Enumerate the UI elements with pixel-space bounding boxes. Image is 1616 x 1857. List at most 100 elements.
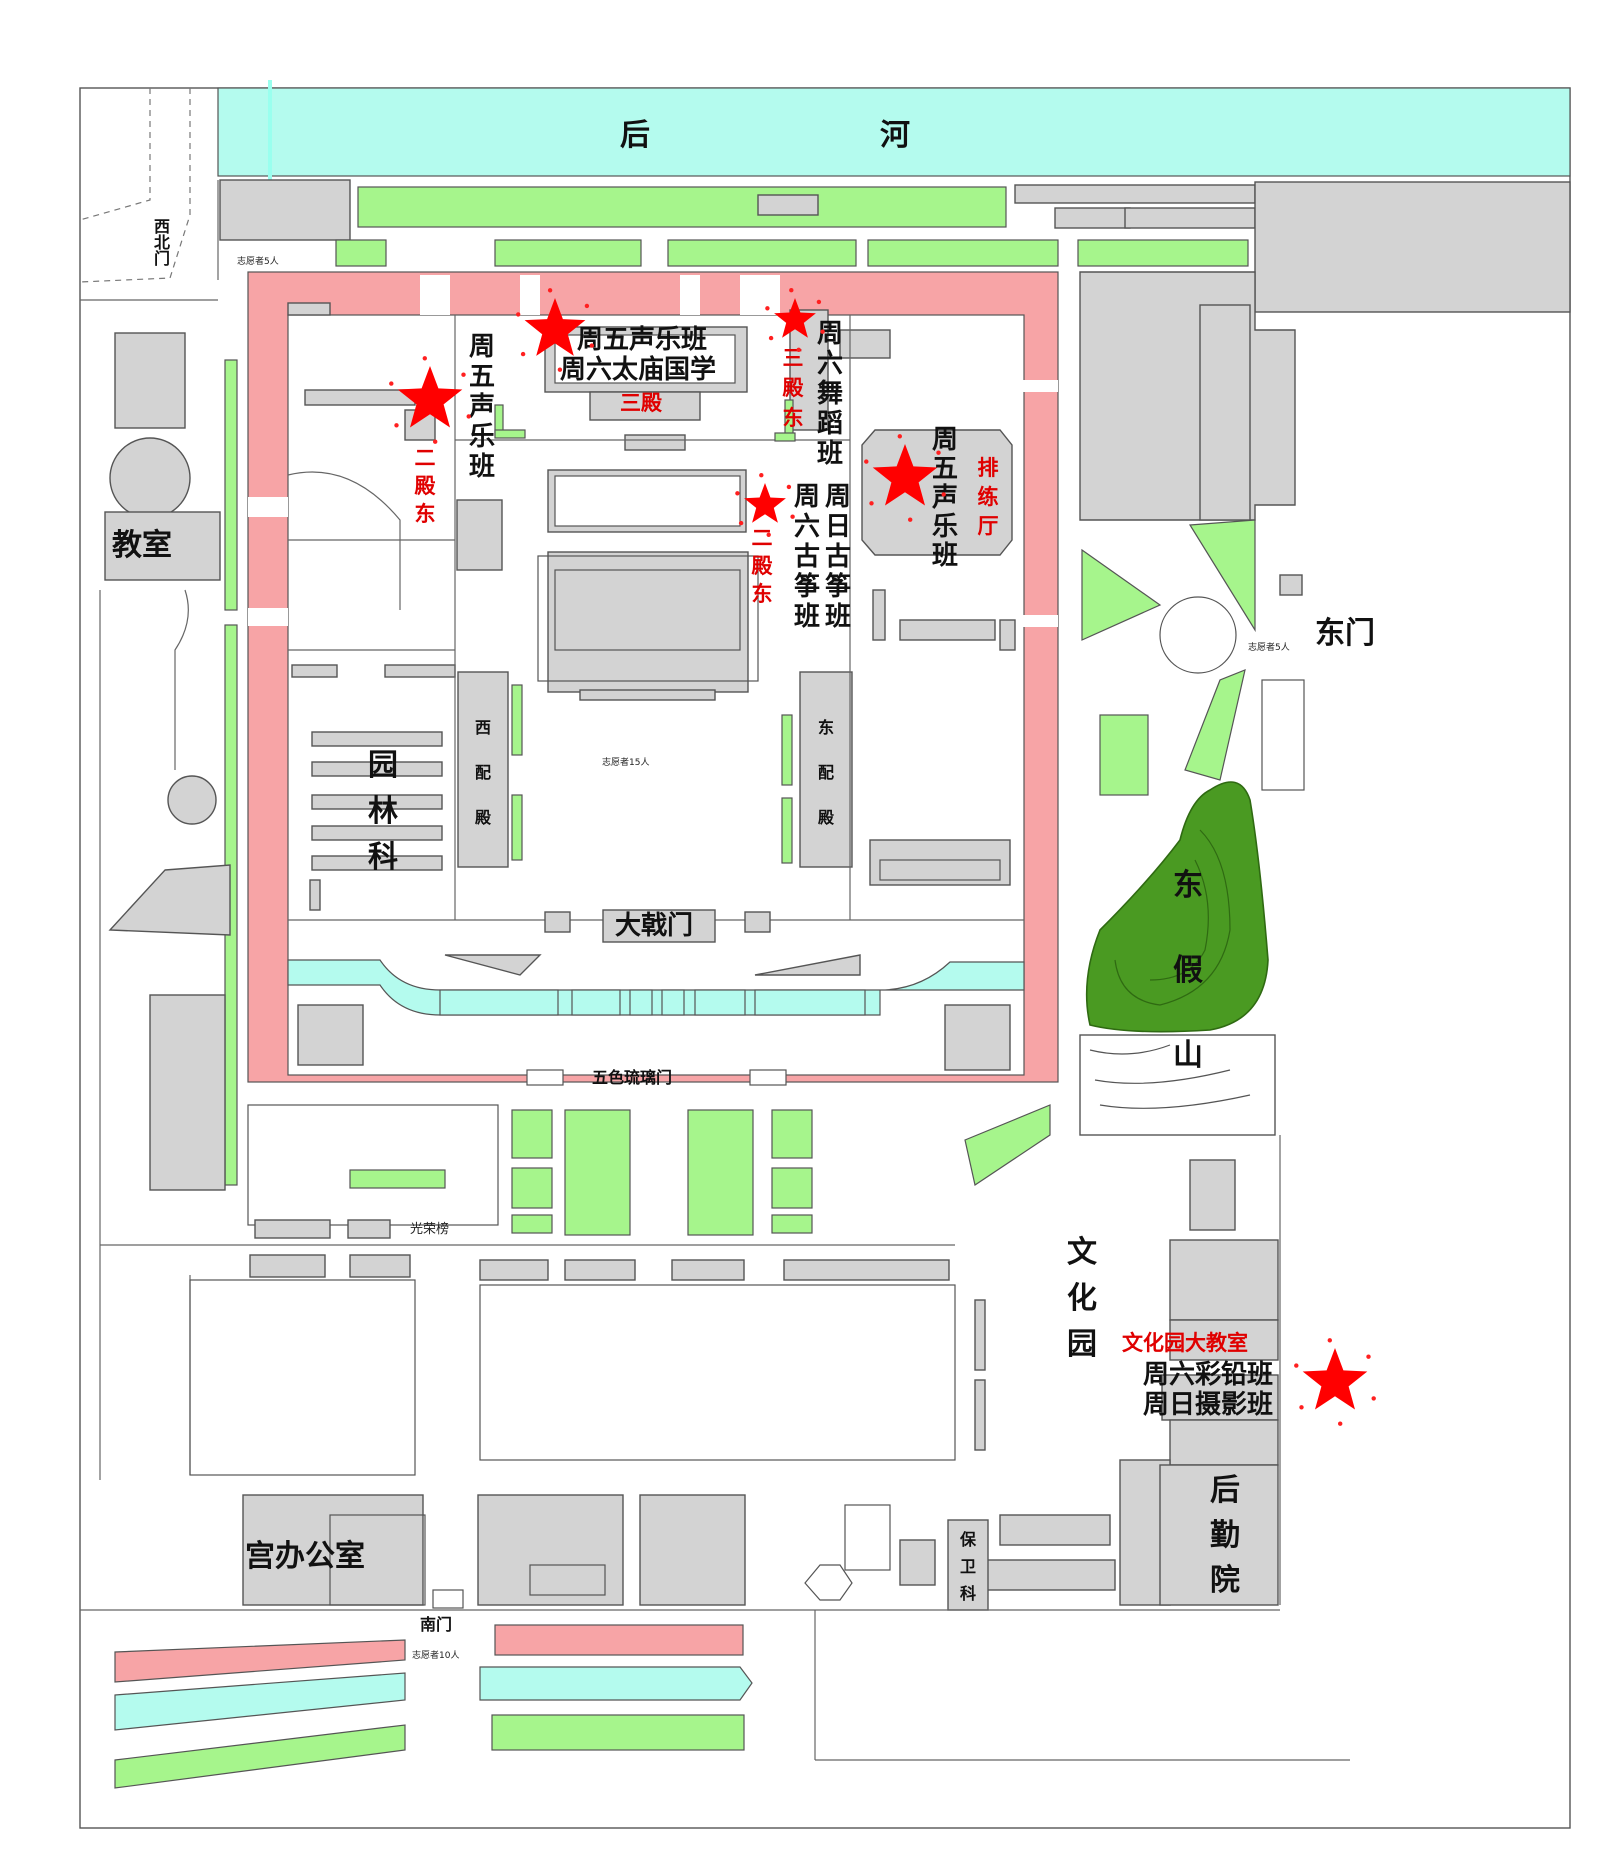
canal-segment bbox=[439, 989, 559, 1016]
building bbox=[624, 434, 686, 451]
culture-park-char: 化 bbox=[1067, 1281, 1097, 1316]
building-row bbox=[311, 761, 443, 777]
building bbox=[754, 954, 861, 976]
west-side-hall-char: 殿 bbox=[474, 808, 492, 827]
east-roundabout bbox=[1159, 596, 1237, 674]
east-hill bbox=[1085, 781, 1269, 1033]
wall-gap bbox=[680, 275, 700, 315]
security-label: 保卫科 bbox=[959, 1530, 977, 1603]
wall-gap bbox=[248, 497, 288, 517]
building bbox=[297, 1004, 364, 1066]
building bbox=[479, 1259, 549, 1281]
volunteers-east-label: 志愿者5人 bbox=[1248, 641, 1290, 653]
star-sparkle bbox=[738, 520, 744, 526]
lawn-strip bbox=[491, 1714, 745, 1751]
lawn bbox=[349, 1169, 446, 1189]
building bbox=[287, 302, 331, 316]
fri-vocal-west-char: 班 bbox=[469, 452, 495, 482]
building bbox=[1189, 1159, 1236, 1231]
sun-guzheng-char: 筝 bbox=[825, 571, 851, 602]
fri-vocal-west-char: 声 bbox=[469, 392, 495, 422]
east-side-hall-char: 殿 bbox=[817, 808, 835, 827]
sat-dance-char: 周 bbox=[817, 319, 843, 349]
third-hall-east-label: 三殿东 bbox=[782, 346, 805, 430]
rehearsal-hall-char: 练 bbox=[978, 485, 999, 509]
wall-gap bbox=[1018, 380, 1058, 392]
fri-vocal-west-label: 周五声乐班 bbox=[469, 332, 495, 482]
building bbox=[304, 389, 416, 406]
sat-dance-char: 六 bbox=[817, 349, 843, 379]
east-hill-char: 东 bbox=[1173, 868, 1203, 903]
star-marker bbox=[744, 483, 786, 523]
building bbox=[1169, 1239, 1279, 1321]
northwest-gate-label: 西北门 bbox=[154, 217, 170, 268]
lawn bbox=[494, 429, 526, 439]
third-hall-east-char: 殿 bbox=[782, 376, 805, 400]
lawn bbox=[494, 239, 642, 267]
star-sparkle bbox=[557, 367, 563, 372]
building bbox=[974, 1299, 986, 1371]
building bbox=[564, 1259, 636, 1281]
star-sparkle bbox=[1371, 1396, 1376, 1401]
lawn bbox=[771, 1109, 813, 1159]
fri-vocal-east-char: 声 bbox=[932, 483, 958, 513]
building bbox=[839, 329, 891, 359]
second-hall-east-west-char: 东 bbox=[415, 502, 436, 526]
lawn bbox=[781, 797, 793, 864]
building bbox=[1169, 1319, 1279, 1361]
third-hall-label: 三殿 bbox=[620, 391, 663, 415]
building bbox=[309, 879, 321, 911]
star-sparkle bbox=[936, 450, 941, 455]
building bbox=[639, 1494, 746, 1606]
star-sparkle bbox=[786, 484, 792, 490]
star-sparkle bbox=[422, 356, 427, 361]
logistics-char: 院 bbox=[1210, 1563, 1240, 1598]
south-gate-label: 南门 bbox=[420, 1615, 452, 1634]
lawn bbox=[667, 239, 857, 267]
lawn-strip bbox=[114, 1724, 406, 1789]
sat-dance-char: 蹈 bbox=[817, 409, 843, 439]
building bbox=[1279, 574, 1303, 596]
sat-painting-label: 周六彩铅班 bbox=[1143, 1360, 1273, 1390]
wall-strip bbox=[114, 1639, 406, 1683]
building bbox=[249, 1254, 326, 1278]
lawn bbox=[771, 1214, 813, 1234]
lawn-strip bbox=[224, 359, 238, 611]
east-side-hall-building bbox=[799, 671, 853, 868]
second-hall-east-char: 殿 bbox=[751, 554, 774, 578]
lawn bbox=[774, 432, 796, 442]
building bbox=[869, 839, 1011, 886]
security-building bbox=[947, 1519, 989, 1611]
building bbox=[984, 1559, 1116, 1591]
sat-dance-char: 班 bbox=[817, 439, 843, 469]
star-sparkle bbox=[735, 491, 740, 496]
wall-gap bbox=[1018, 615, 1058, 627]
building bbox=[349, 1254, 411, 1278]
canal-segment bbox=[571, 989, 621, 1016]
star-marker bbox=[1302, 1348, 1368, 1410]
culture-park-char: 文 bbox=[1067, 1235, 1097, 1270]
star-marker bbox=[774, 298, 816, 338]
building bbox=[899, 1539, 936, 1586]
main-hall-inner bbox=[554, 569, 741, 651]
second-hall-east-label: 二殿东 bbox=[751, 526, 774, 606]
star-sparkle bbox=[1327, 1338, 1333, 1343]
sat-guzheng-char: 班 bbox=[794, 602, 820, 632]
star-sparkle bbox=[790, 514, 795, 519]
logistics-label: 后勤院 bbox=[1210, 1473, 1240, 1598]
lawn bbox=[357, 186, 1007, 228]
lawn bbox=[511, 1167, 553, 1209]
fri-vocal-label: 周五声乐班 bbox=[577, 325, 707, 355]
east-hill-label: 东假山 bbox=[1173, 868, 1203, 1073]
rock-lines bbox=[1089, 1044, 1251, 1109]
lawn bbox=[511, 1214, 553, 1234]
building bbox=[1169, 1419, 1279, 1466]
west-side-hall-char: 配 bbox=[475, 763, 491, 782]
sun-guzheng-char: 周 bbox=[825, 482, 851, 512]
wall-gap bbox=[520, 275, 540, 315]
building-outline bbox=[1261, 679, 1305, 791]
building-row bbox=[311, 825, 443, 841]
east-hill-char: 假 bbox=[1173, 953, 1203, 988]
wall-strip bbox=[494, 1624, 744, 1656]
building bbox=[757, 194, 819, 216]
